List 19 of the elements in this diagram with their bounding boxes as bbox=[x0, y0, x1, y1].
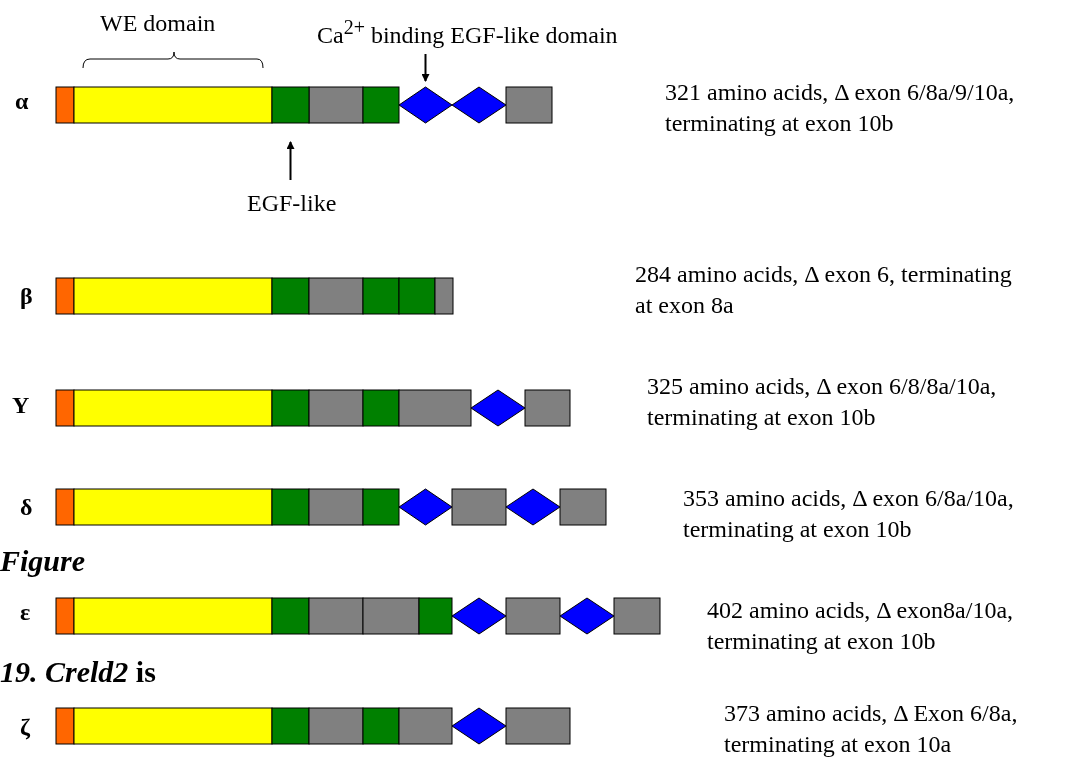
isoform-label: α bbox=[15, 87, 29, 116]
isoform-label: δ bbox=[20, 493, 33, 522]
domain-label: EGF-like bbox=[247, 189, 337, 218]
isoform-description: 325 amino acids, Δ exon 6/8/8a/10a, terminating at exon 10b bbox=[647, 372, 998, 432]
isoform-label: ε bbox=[20, 598, 31, 627]
arrow bbox=[286, 141, 295, 181]
isoform-description: 402 amino acids, Δ exon8a/10a, terminating at exon 10b bbox=[707, 596, 1015, 656]
isoform-description: 321 amino acids, Δ exon 6/8a/9/10a, terminating at exon 10b bbox=[665, 78, 1016, 138]
isoform-description: 373 amino acids, Δ Exon 6/8a, terminating at exon 10a bbox=[724, 699, 1019, 759]
isoform-label: β bbox=[20, 282, 33, 311]
caption-fragment: 19. Creld2 is bbox=[0, 656, 156, 687]
caption-fragment: Figure bbox=[0, 545, 86, 576]
isoform-description: 284 amino acids, Δ exon 6, terminating at exon 8a bbox=[635, 260, 1013, 320]
domain-label: WE domain bbox=[100, 9, 216, 38]
domain-label: Ca$^{2+}$ binding EGF-like domain bbox=[317, 15, 618, 50]
isoform-description: 353 amino acids, Δ exon 6/8a/10a, terminating at exon 10b bbox=[683, 484, 1015, 544]
isoform-label: ζ bbox=[20, 713, 30, 742]
isoform-label: Y bbox=[12, 391, 30, 420]
arrow bbox=[421, 53, 430, 82]
